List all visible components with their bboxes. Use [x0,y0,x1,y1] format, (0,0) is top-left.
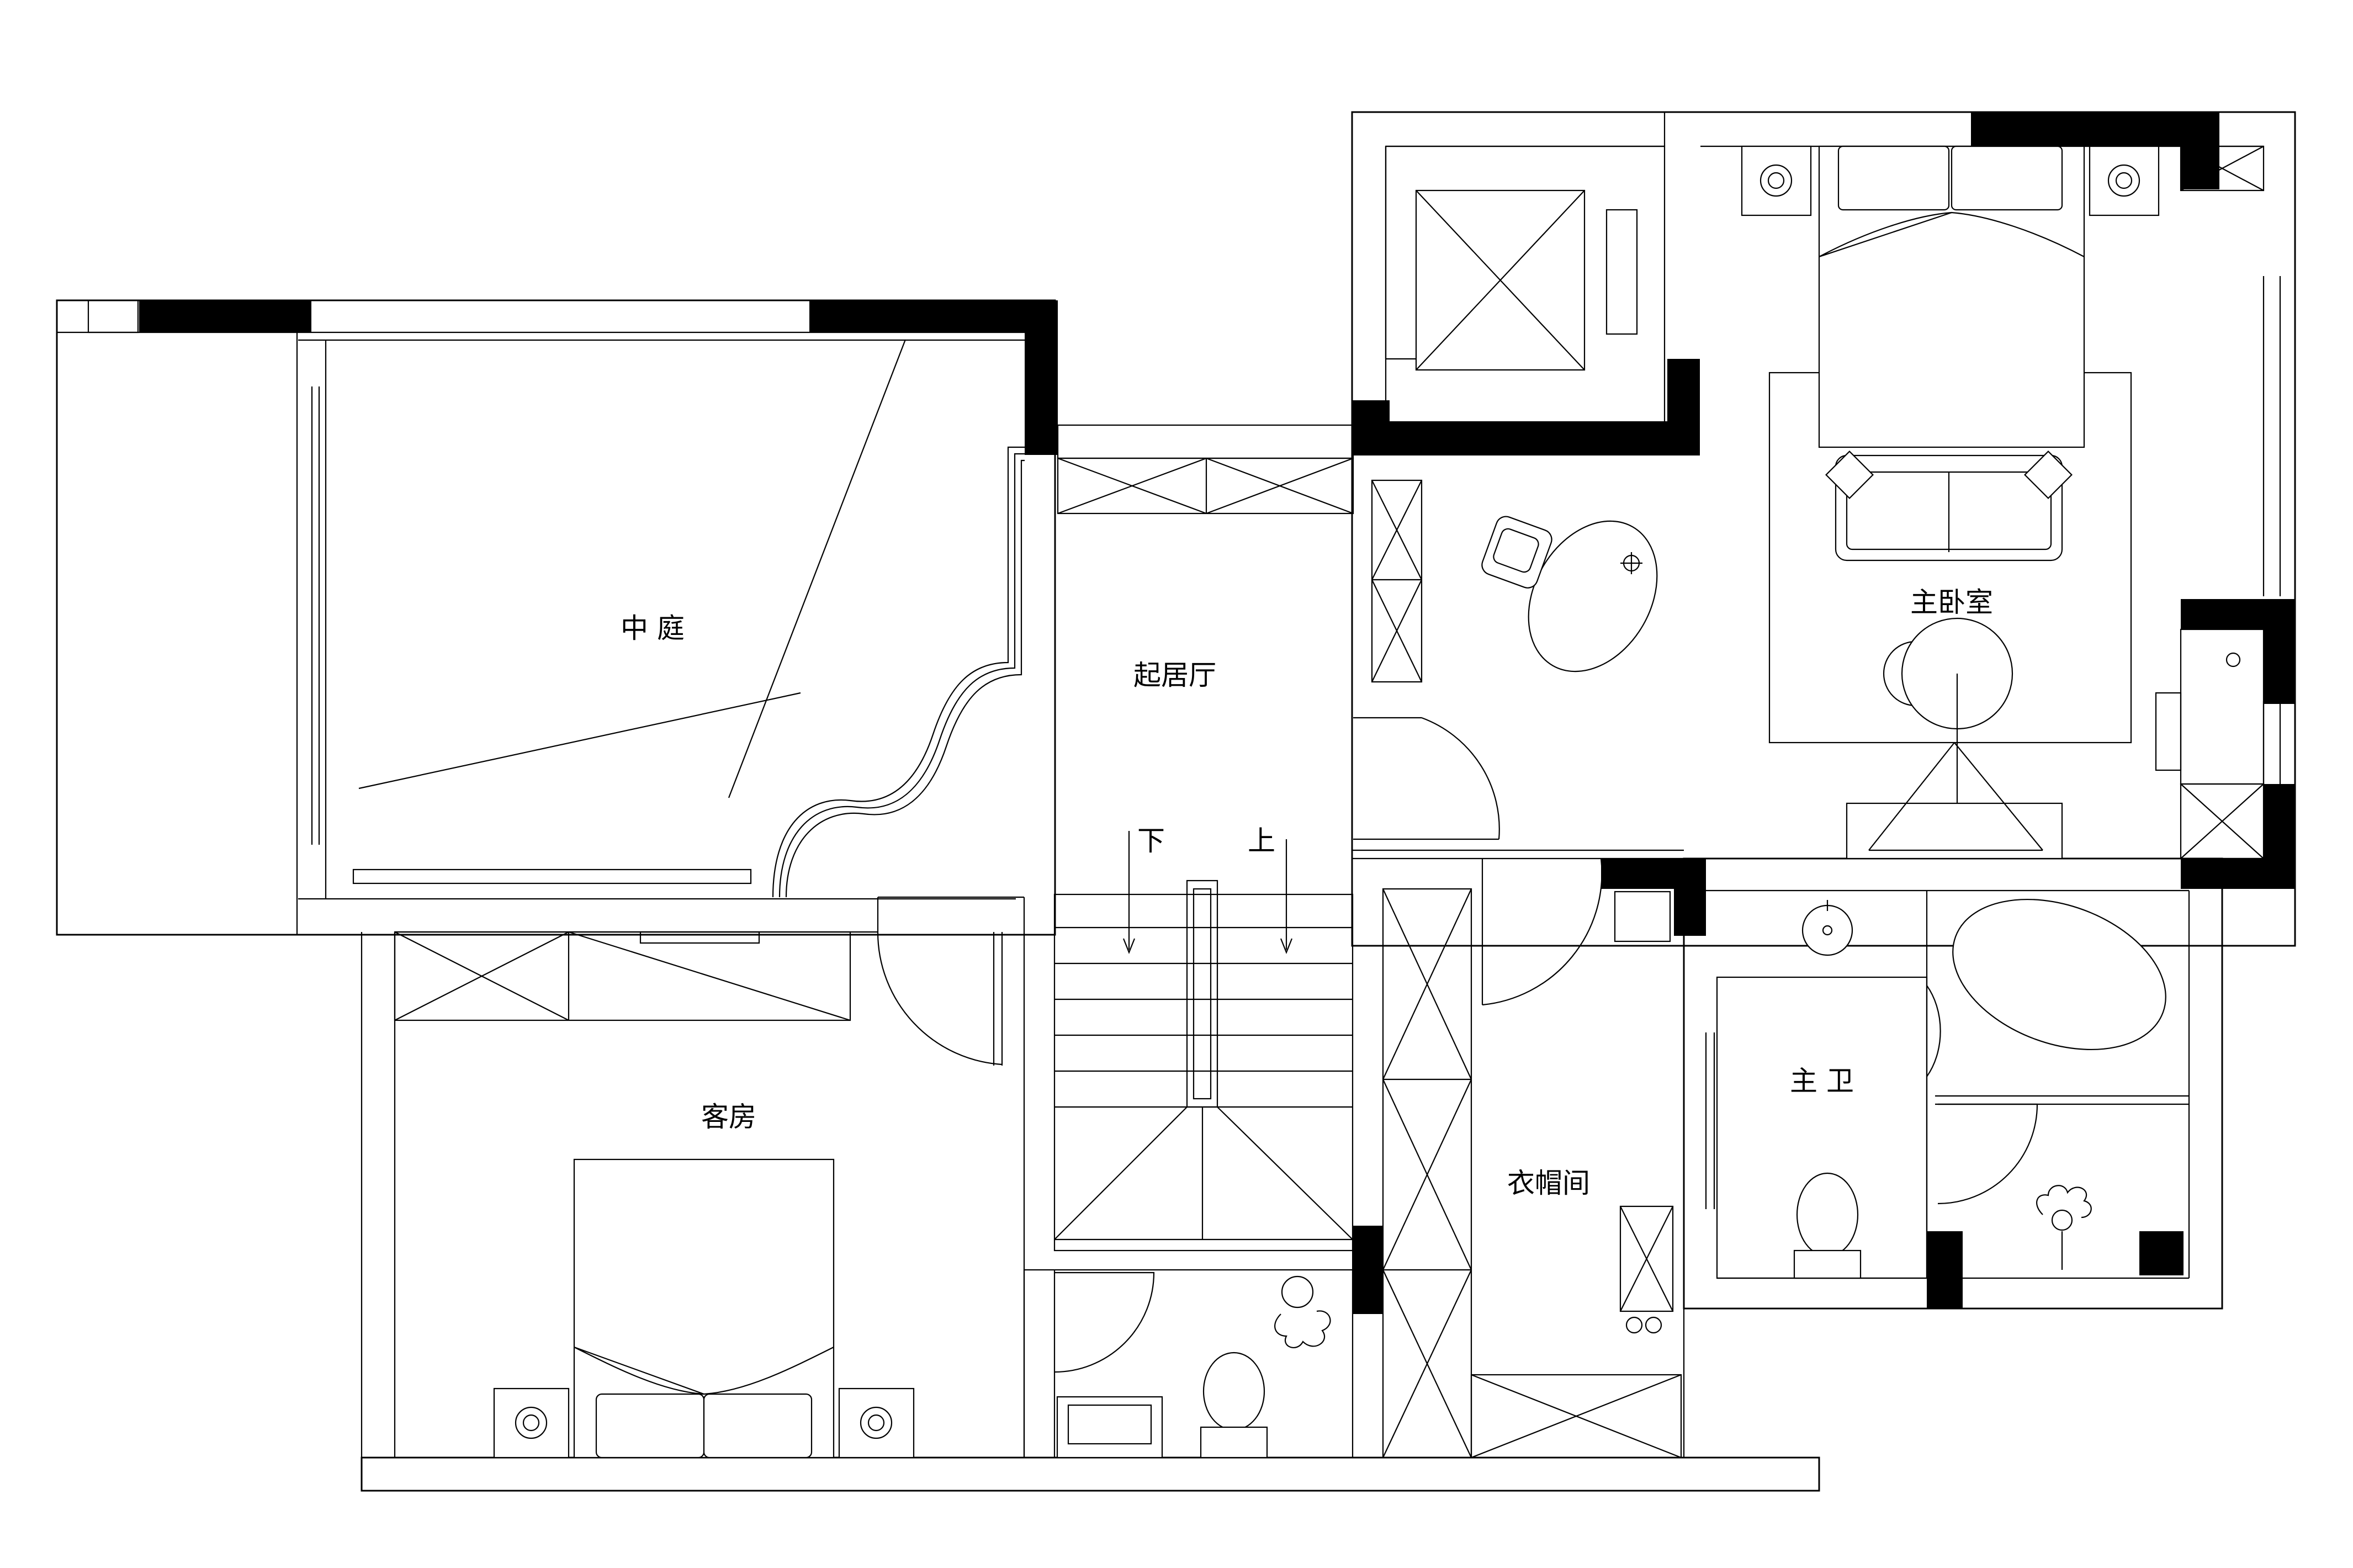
staircase [1053,831,1354,1252]
living-hall [877,424,1354,1458]
elevator-shaft [1385,145,1666,423]
room-labels: 中 庭 起居厅 主卧室 客房 衣帽间 主 卫 下 上 [621,586,1993,1199]
solid-walls [139,112,2295,1314]
master-bedroom [1741,145,2265,860]
label-stairs-up: 上 [1248,825,1275,857]
label-stairs-down: 下 [1137,825,1165,857]
label-master-bedroom: 主卧室 [1910,586,1993,618]
label-courtyard: 中 庭 [621,612,685,644]
guest-room [394,931,1003,1459]
label-walk-in-closet: 衣帽间 [1507,1167,1590,1199]
small-bathroom [1023,1269,1354,1459]
walk-in-closet [1382,858,1682,1459]
courtyard [311,339,1025,898]
label-guest-room: 客房 [701,1101,756,1133]
master-bathroom [1705,891,2189,1279]
label-living-hall: 起居厅 [1133,659,1216,691]
label-master-bathroom: 主 卫 [1790,1065,1854,1097]
sitting-area [1353,479,1658,840]
